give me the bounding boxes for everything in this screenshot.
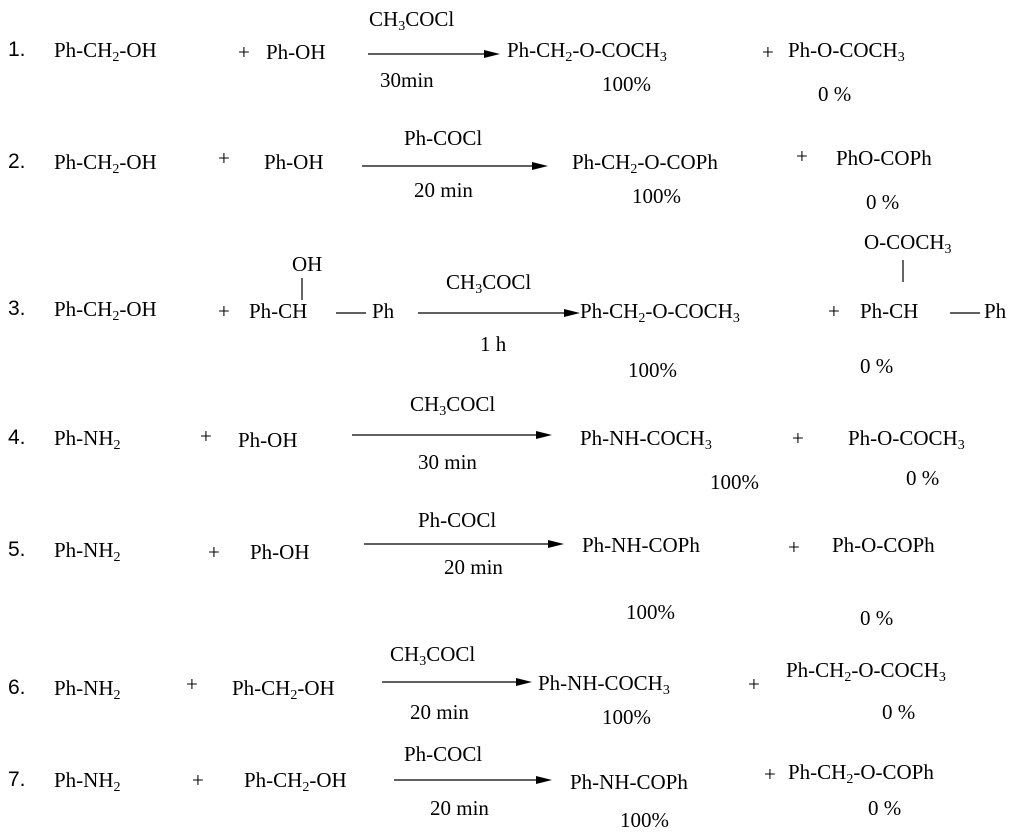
reagent: CH3COCl bbox=[410, 392, 496, 419]
yield-1: 100% bbox=[602, 705, 651, 729]
yield-1: 100% bbox=[628, 358, 677, 382]
reaction-arrow bbox=[352, 431, 552, 439]
substituent-label: OH bbox=[292, 252, 323, 276]
reactant-1: Ph-CH2-OH bbox=[54, 150, 157, 177]
yield-1: 100% bbox=[620, 808, 669, 832]
reaction-number: 4. bbox=[8, 426, 26, 449]
plus-sign: + bbox=[218, 299, 230, 323]
yield-2: 0 % bbox=[882, 700, 916, 724]
reaction-time: 20 min bbox=[430, 796, 489, 820]
reaction-arrow bbox=[362, 162, 548, 170]
reactant-2: Ph-OH bbox=[250, 540, 310, 564]
reaction-time: 30 min bbox=[418, 450, 477, 474]
product-2: Ph-O-COCH3 bbox=[788, 38, 905, 65]
reagent: Ph-COCl bbox=[404, 742, 483, 766]
plus-sign: + bbox=[192, 768, 204, 792]
product-1: Ph-NH-COPh bbox=[570, 770, 688, 794]
reaction-arrow bbox=[368, 50, 500, 58]
product-1: Ph-CH2-O-COCH3 bbox=[507, 38, 667, 65]
product-2: Ph-O-COCH3 bbox=[848, 426, 965, 453]
reaction-number: 7. bbox=[8, 768, 26, 791]
reactant-2: Ph-CH2-OH bbox=[244, 768, 347, 795]
plus-sign: + bbox=[748, 672, 760, 696]
bond-line bbox=[301, 278, 303, 300]
product-1: Ph-CH2-O-COPh bbox=[572, 150, 718, 177]
reactant-1: Ph-NH2 bbox=[54, 538, 121, 565]
product-2: Ph-CH bbox=[860, 299, 919, 323]
bond-line bbox=[902, 260, 904, 282]
yield-1: 100% bbox=[710, 470, 759, 494]
plus-sign: + bbox=[208, 540, 220, 564]
reaction-arrow bbox=[364, 540, 564, 548]
reactant-1: Ph-NH2 bbox=[54, 676, 121, 703]
product-2: PhO-COPh bbox=[836, 146, 932, 170]
reaction-time: 20 min bbox=[410, 700, 469, 724]
plus-sign: + bbox=[238, 40, 250, 64]
product-1: Ph-CH2-O-COCH3 bbox=[580, 299, 740, 326]
reactant-1: Ph-CH2-OH bbox=[54, 38, 157, 65]
product-1: Ph-NH-COCH3 bbox=[538, 671, 670, 698]
reaction-arrow bbox=[382, 678, 532, 686]
product-2: Ph-CH2-O-COPh bbox=[788, 760, 934, 787]
yield-2: 0 % bbox=[860, 606, 894, 630]
reaction-number: 6. bbox=[8, 676, 26, 699]
plus-sign: + bbox=[788, 535, 800, 559]
reactant-2-tail: Ph bbox=[372, 299, 395, 323]
plus-sign: + bbox=[186, 672, 198, 696]
reaction-number: 1. bbox=[8, 38, 26, 61]
yield-1: 100% bbox=[626, 600, 675, 624]
yield-1: 100% bbox=[602, 72, 651, 96]
product-2: Ph-O-COPh bbox=[832, 533, 935, 557]
reaction-number: 5. bbox=[8, 538, 26, 561]
product-1: Ph-NH-COPh bbox=[582, 533, 700, 557]
reagent: CH3COCl bbox=[446, 270, 532, 297]
reaction-number: 2. bbox=[8, 150, 26, 173]
yield-2: 0 % bbox=[906, 466, 940, 490]
reactant-2: Ph-CH bbox=[249, 299, 308, 323]
plus-sign: + bbox=[792, 426, 804, 450]
bond-line bbox=[336, 312, 366, 314]
reactant-1: Ph-CH2-OH bbox=[54, 297, 157, 324]
plus-sign: + bbox=[828, 299, 840, 323]
yield-2: 0 % bbox=[860, 354, 894, 378]
product-2-tail: Ph bbox=[984, 299, 1007, 323]
plus-sign: + bbox=[200, 424, 212, 448]
substituent-label: O-COCH3 bbox=[864, 230, 952, 257]
reagent: CH3COCl bbox=[390, 642, 476, 669]
reaction-time: 30min bbox=[380, 68, 434, 92]
plus-sign: + bbox=[764, 762, 776, 786]
reaction-time: 20 min bbox=[444, 555, 503, 579]
reagent: Ph-COCl bbox=[404, 126, 483, 150]
reactant-1: Ph-NH2 bbox=[54, 426, 121, 453]
plus-sign: + bbox=[762, 40, 774, 64]
reaction-number: 3. bbox=[8, 297, 26, 320]
product-1: Ph-NH-COCH3 bbox=[580, 426, 712, 453]
bond-line bbox=[950, 312, 980, 314]
yield-2: 0 % bbox=[868, 796, 902, 820]
yield-2: 0 % bbox=[866, 190, 900, 214]
reactant-2: Ph-OH bbox=[238, 428, 298, 452]
plus-sign: + bbox=[796, 144, 808, 168]
reaction-arrow bbox=[394, 776, 552, 784]
reactant-2: Ph-CH2-OH bbox=[232, 676, 335, 703]
reaction-time: 20 min bbox=[414, 178, 473, 202]
reagent: Ph-COCl bbox=[418, 508, 497, 532]
reaction-time: 1 h bbox=[480, 332, 507, 356]
reagent: CH3COCl bbox=[369, 7, 455, 34]
yield-2: 0 % bbox=[818, 82, 852, 106]
reactant-2: Ph-OH bbox=[266, 40, 326, 64]
reactant-1: Ph-NH2 bbox=[54, 768, 121, 795]
reactant-2: Ph-OH bbox=[264, 150, 324, 174]
product-2: Ph-CH2-O-COCH3 bbox=[786, 658, 946, 685]
reaction-arrow bbox=[418, 309, 580, 317]
yield-1: 100% bbox=[632, 184, 681, 208]
plus-sign: + bbox=[218, 146, 230, 170]
